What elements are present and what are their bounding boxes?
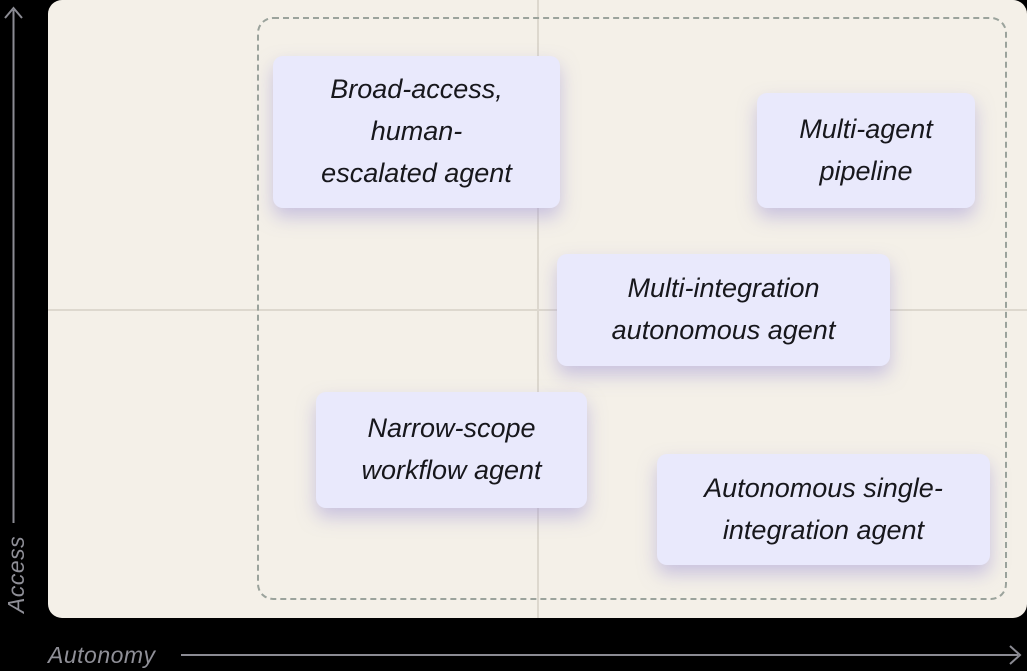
dashed-boundary xyxy=(257,17,1007,600)
x-axis-label: Autonomy xyxy=(48,642,156,668)
quadrant-divider-horizontal xyxy=(48,309,1027,311)
y-axis-arrow-icon xyxy=(4,6,23,523)
card-autonomous-single-integration-agent: Autonomous single- integration agent xyxy=(657,454,990,565)
card-narrow-scope-workflow-agent: Narrow-scope workflow agent xyxy=(316,392,587,508)
card-multi-integration-autonomous-agent: Multi-integration autonomous agent xyxy=(557,254,890,366)
y-axis-label: Access xyxy=(3,535,29,613)
card-multi-agent-pipeline: Multi-agent pipeline xyxy=(757,93,975,208)
card-broad-access-human-escalated-agent: Broad-access, human- escalated agent xyxy=(273,56,560,208)
